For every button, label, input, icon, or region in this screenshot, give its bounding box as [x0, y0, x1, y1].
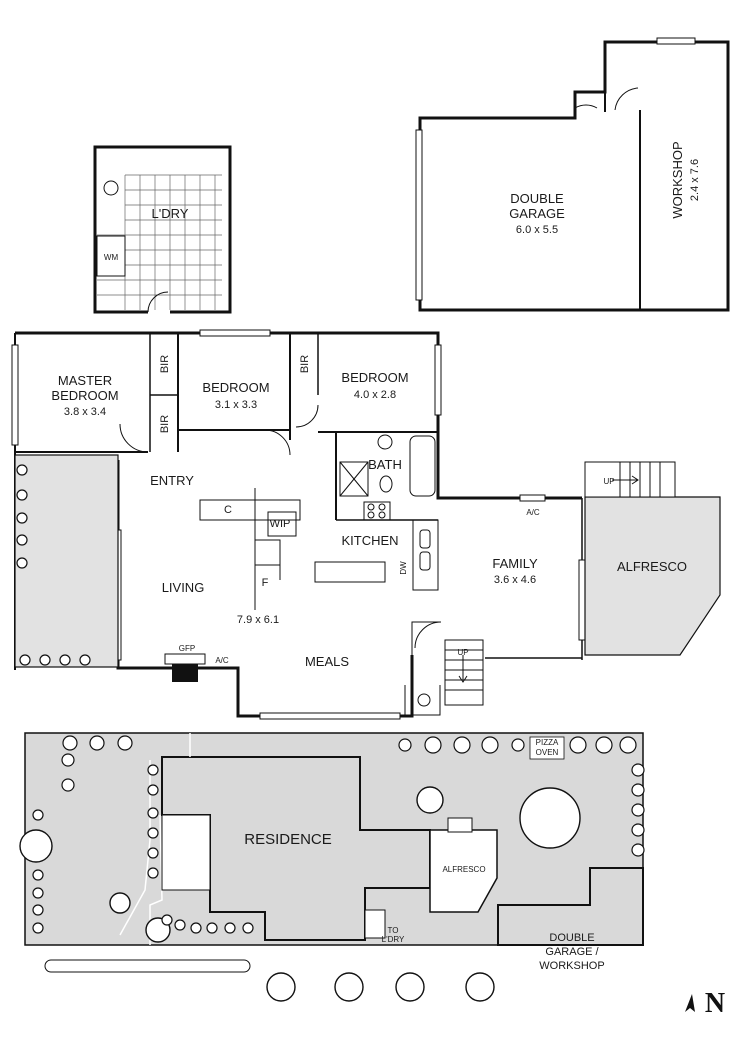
alfresco-deck [584, 461, 721, 656]
gfp-label: GFP [179, 644, 195, 653]
residence-label: RESIDENCE [244, 831, 332, 848]
kitchen-label: KITCHEN [341, 533, 398, 548]
bath-label: BATH [368, 457, 402, 472]
fridge-label: F [262, 577, 269, 589]
site-garage-label: DOUBLE [549, 932, 594, 944]
site-plan [19, 732, 645, 1002]
dishwasher-label: DW [399, 561, 408, 575]
ac-label-living: A/C [215, 656, 229, 665]
ac-label-family: A/C [526, 508, 540, 517]
laundry-room [93, 145, 232, 314]
washing-machine-label: WM [104, 253, 119, 262]
garage-building [415, 37, 730, 312]
site-garage-label-3: WORKSHOP [539, 960, 604, 972]
pizza-oven-label-2: OVEN [536, 748, 559, 757]
garage-size: 6.0 x 5.5 [516, 224, 558, 236]
master-bedroom-size: 3.8 x 3.4 [64, 406, 106, 418]
laundry-label: L'DRY [152, 206, 189, 221]
living-label: LIVING [162, 580, 205, 595]
workshop-size: 2.4 x 7.6 [689, 159, 701, 201]
site-alfresco-label: ALFRESCO [442, 865, 485, 874]
living-size: 7.9 x 6.1 [237, 614, 279, 626]
workshop-label: WORKSHOP [670, 141, 685, 218]
garage-label: DOUBLE [510, 191, 564, 206]
family-size: 3.6 x 4.6 [494, 574, 536, 586]
bedroom-3-size: 4.0 x 2.8 [354, 389, 396, 401]
north-arrow-icon [685, 994, 695, 1012]
family-label: FAMILY [492, 556, 538, 571]
site-garage-label-2: GARAGE / [545, 946, 599, 958]
master-bedroom-label-2: BEDROOM [51, 388, 118, 403]
north-label: N [705, 988, 725, 1019]
bir-label-3: BIR [299, 355, 311, 373]
bedroom-2-size: 3.1 x 3.3 [215, 399, 257, 411]
entry-label: ENTRY [150, 473, 194, 488]
pizza-oven-label: PIZZA [536, 738, 559, 747]
bir-label-1: BIR [159, 355, 171, 373]
left-deck [14, 454, 119, 668]
house-walls [11, 329, 586, 720]
master-bedroom-label: MASTER [58, 373, 112, 388]
wip-label: WIP [270, 518, 291, 530]
up-label-meals: UP [457, 648, 468, 657]
cupboard-label: C [224, 504, 232, 516]
garage-label-2: GARAGE [509, 206, 565, 221]
bir-label-2: BIR [159, 415, 171, 433]
to-laundry-label: TO [388, 926, 399, 935]
bedroom-2-label: BEDROOM [202, 380, 269, 395]
up-label-alfresco: UP [603, 477, 614, 486]
to-laundry-label-2: L'DRY [382, 935, 405, 944]
bedroom-3-label: BEDROOM [341, 370, 408, 385]
meals-label: MEALS [305, 654, 349, 669]
alfresco-label: ALFRESCO [617, 559, 687, 574]
